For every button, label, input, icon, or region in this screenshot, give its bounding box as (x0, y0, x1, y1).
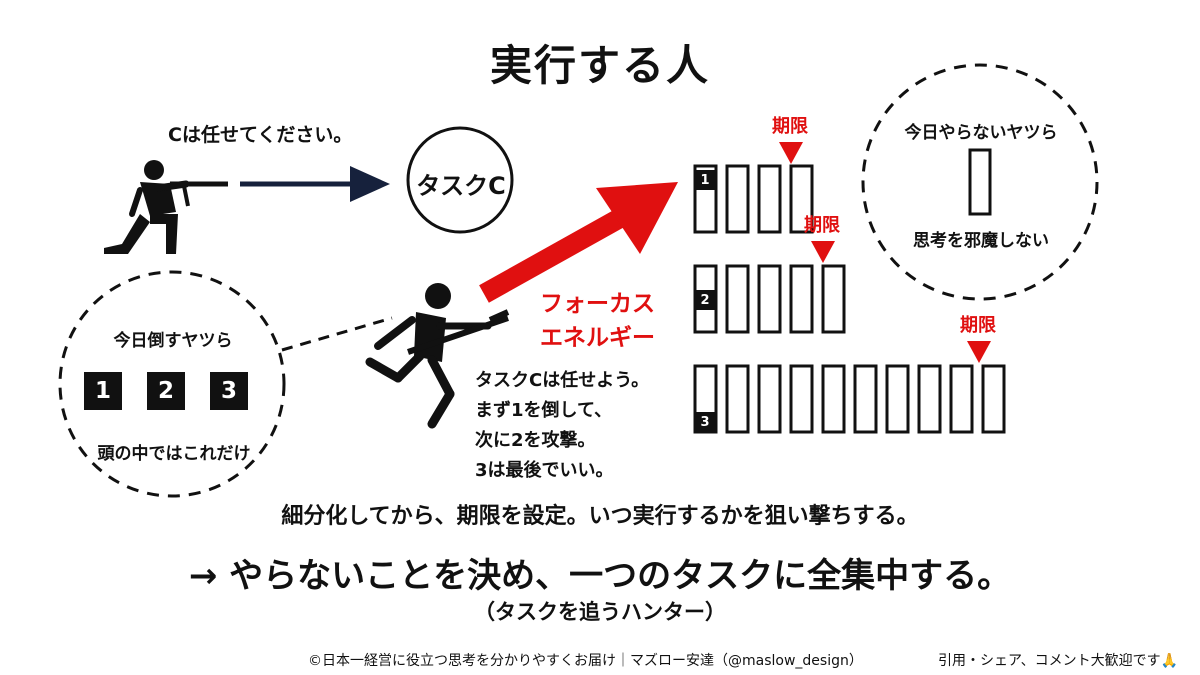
task-segment-row2-3 (757, 264, 782, 334)
deadline-label-1: 期限 (772, 116, 808, 137)
task-segment-row1-3 (757, 164, 782, 234)
summary-text: 細分化してから、期限を設定。いつ実行するかを狙い撃ちする。 (281, 504, 919, 529)
deadline-marker-2 (811, 241, 835, 263)
task-segment-row2-5 (821, 264, 846, 334)
beat-number-2: 2 (147, 372, 185, 410)
task-segment-row3-5 (821, 364, 846, 434)
task-segment-row3-4 (789, 364, 814, 434)
task-segment-row2-4 (789, 264, 814, 334)
task-segment-row2-2 (725, 264, 750, 334)
skip-bubble-title: 今日やらないヤツら (904, 123, 1058, 143)
task-segment-row3-2 (725, 364, 750, 434)
plan-line-2: まず1を倒して、 (475, 400, 613, 421)
beat-number-1: 1 (84, 372, 122, 410)
task-segment-row3-8 (917, 364, 942, 434)
beat-bubble (58, 270, 286, 498)
beat-bubble-title: 今日倒すヤツら (113, 331, 233, 351)
task-row-badge-1: 1 (695, 170, 715, 190)
kneeling-rifleman-icon (104, 160, 228, 254)
task-segment-row1-4 (789, 164, 814, 234)
deadline-label-3: 期限 (960, 315, 996, 336)
skip-bubble-note: 思考を邪魔しない (913, 231, 1049, 251)
focus-energy-line-1: フォーカス (540, 291, 655, 317)
deadline-marker-3 (967, 341, 991, 363)
plan-line-4: 3は最後でいい。 (475, 460, 614, 481)
page-title: 実行する人 (489, 41, 710, 90)
deadline-label-2: 期限 (804, 215, 840, 236)
task-segment-row3-3 (757, 364, 782, 434)
delegate-caption: Cは任せてください。 (168, 124, 353, 146)
focus-energy-line-2: エネルギー (540, 325, 655, 351)
task-segment-row3-7 (885, 364, 910, 434)
footer-credit: ©日本一経営に役立つ思考を分かりやすくお届け｜マズロー安達（@maslow_de… (308, 653, 863, 669)
task-segment-row1-2 (725, 164, 750, 234)
task-row-badge-2: 2 (695, 290, 715, 310)
running-rifleman-icon (365, 283, 510, 429)
task-rows (693, 164, 1006, 434)
focus-arrow (479, 182, 678, 303)
conclusion-text: → やらないことを決め、一つのタスクに全集中する。 (188, 556, 1012, 596)
task-segment-row3-10 (981, 364, 1006, 434)
footer-share: 引用・シェア、コメント大歓迎です🙏 (938, 653, 1179, 669)
task-segment-row3-6 (853, 364, 878, 434)
task-row-badge-3: 3 (695, 412, 715, 432)
skip-task-box (968, 148, 992, 216)
hunter-note: （タスクを追うハンター） (474, 600, 726, 624)
task-c-label: タスクC (416, 172, 506, 200)
deadline-marker-1 (779, 142, 803, 164)
skip-bubble (861, 63, 1099, 301)
thought-line (281, 316, 393, 352)
plan-line-1: タスクCは任せよう。 (475, 370, 650, 391)
plan-line-3: 次に2を攻撃。 (475, 430, 596, 451)
task-segment-row3-9 (949, 364, 974, 434)
task-c-circle (406, 126, 514, 234)
delegate-arrow (240, 166, 390, 202)
beat-bubble-note: 頭の中ではこれだけ (97, 444, 251, 464)
beat-number-3: 3 (210, 372, 248, 410)
